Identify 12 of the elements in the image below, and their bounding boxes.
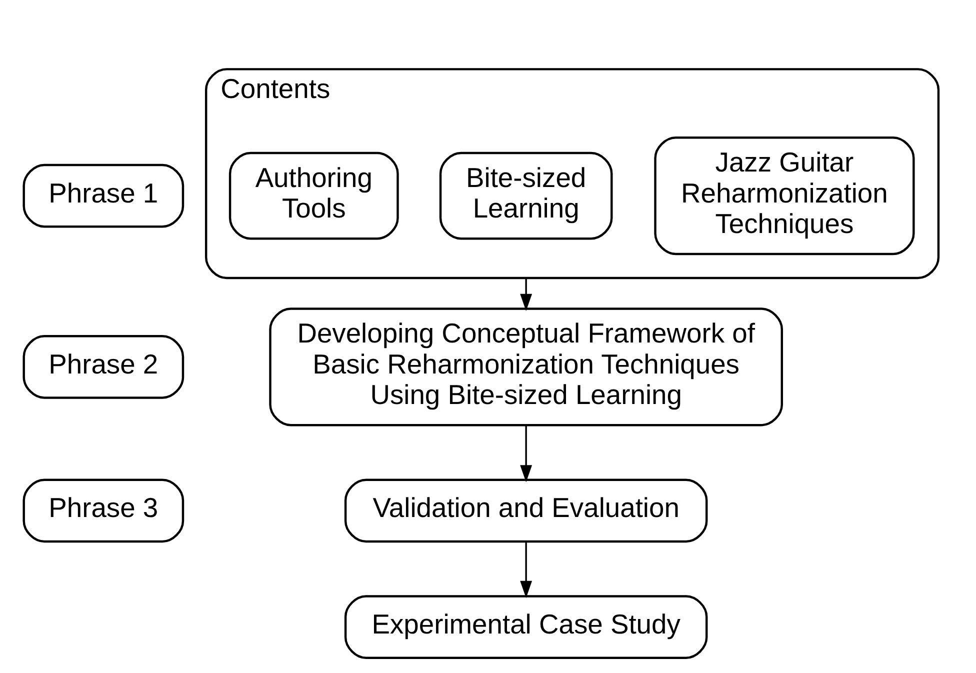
node-box: Phrase 1 <box>22 164 184 228</box>
arrow <box>520 542 532 598</box>
node-box: Authoring Tools <box>228 152 399 240</box>
arrow <box>520 426 532 482</box>
node-box: Phrase 3 <box>22 478 184 543</box>
node-box: Phrase 2 <box>22 335 184 399</box>
node-box: Validation and Evaluation <box>344 478 708 543</box>
node-box: Jazz Guitar Reharmonization Techniques <box>654 136 915 256</box>
arrow <box>520 278 532 312</box>
node-box: Developing Conceptual Framework of Basic Reharmonization Techniques Using Bite-sized Learning <box>269 308 783 426</box>
node-box: Experimental Case Study <box>344 595 708 659</box>
node-box: Bite-sized Learning <box>439 152 613 240</box>
